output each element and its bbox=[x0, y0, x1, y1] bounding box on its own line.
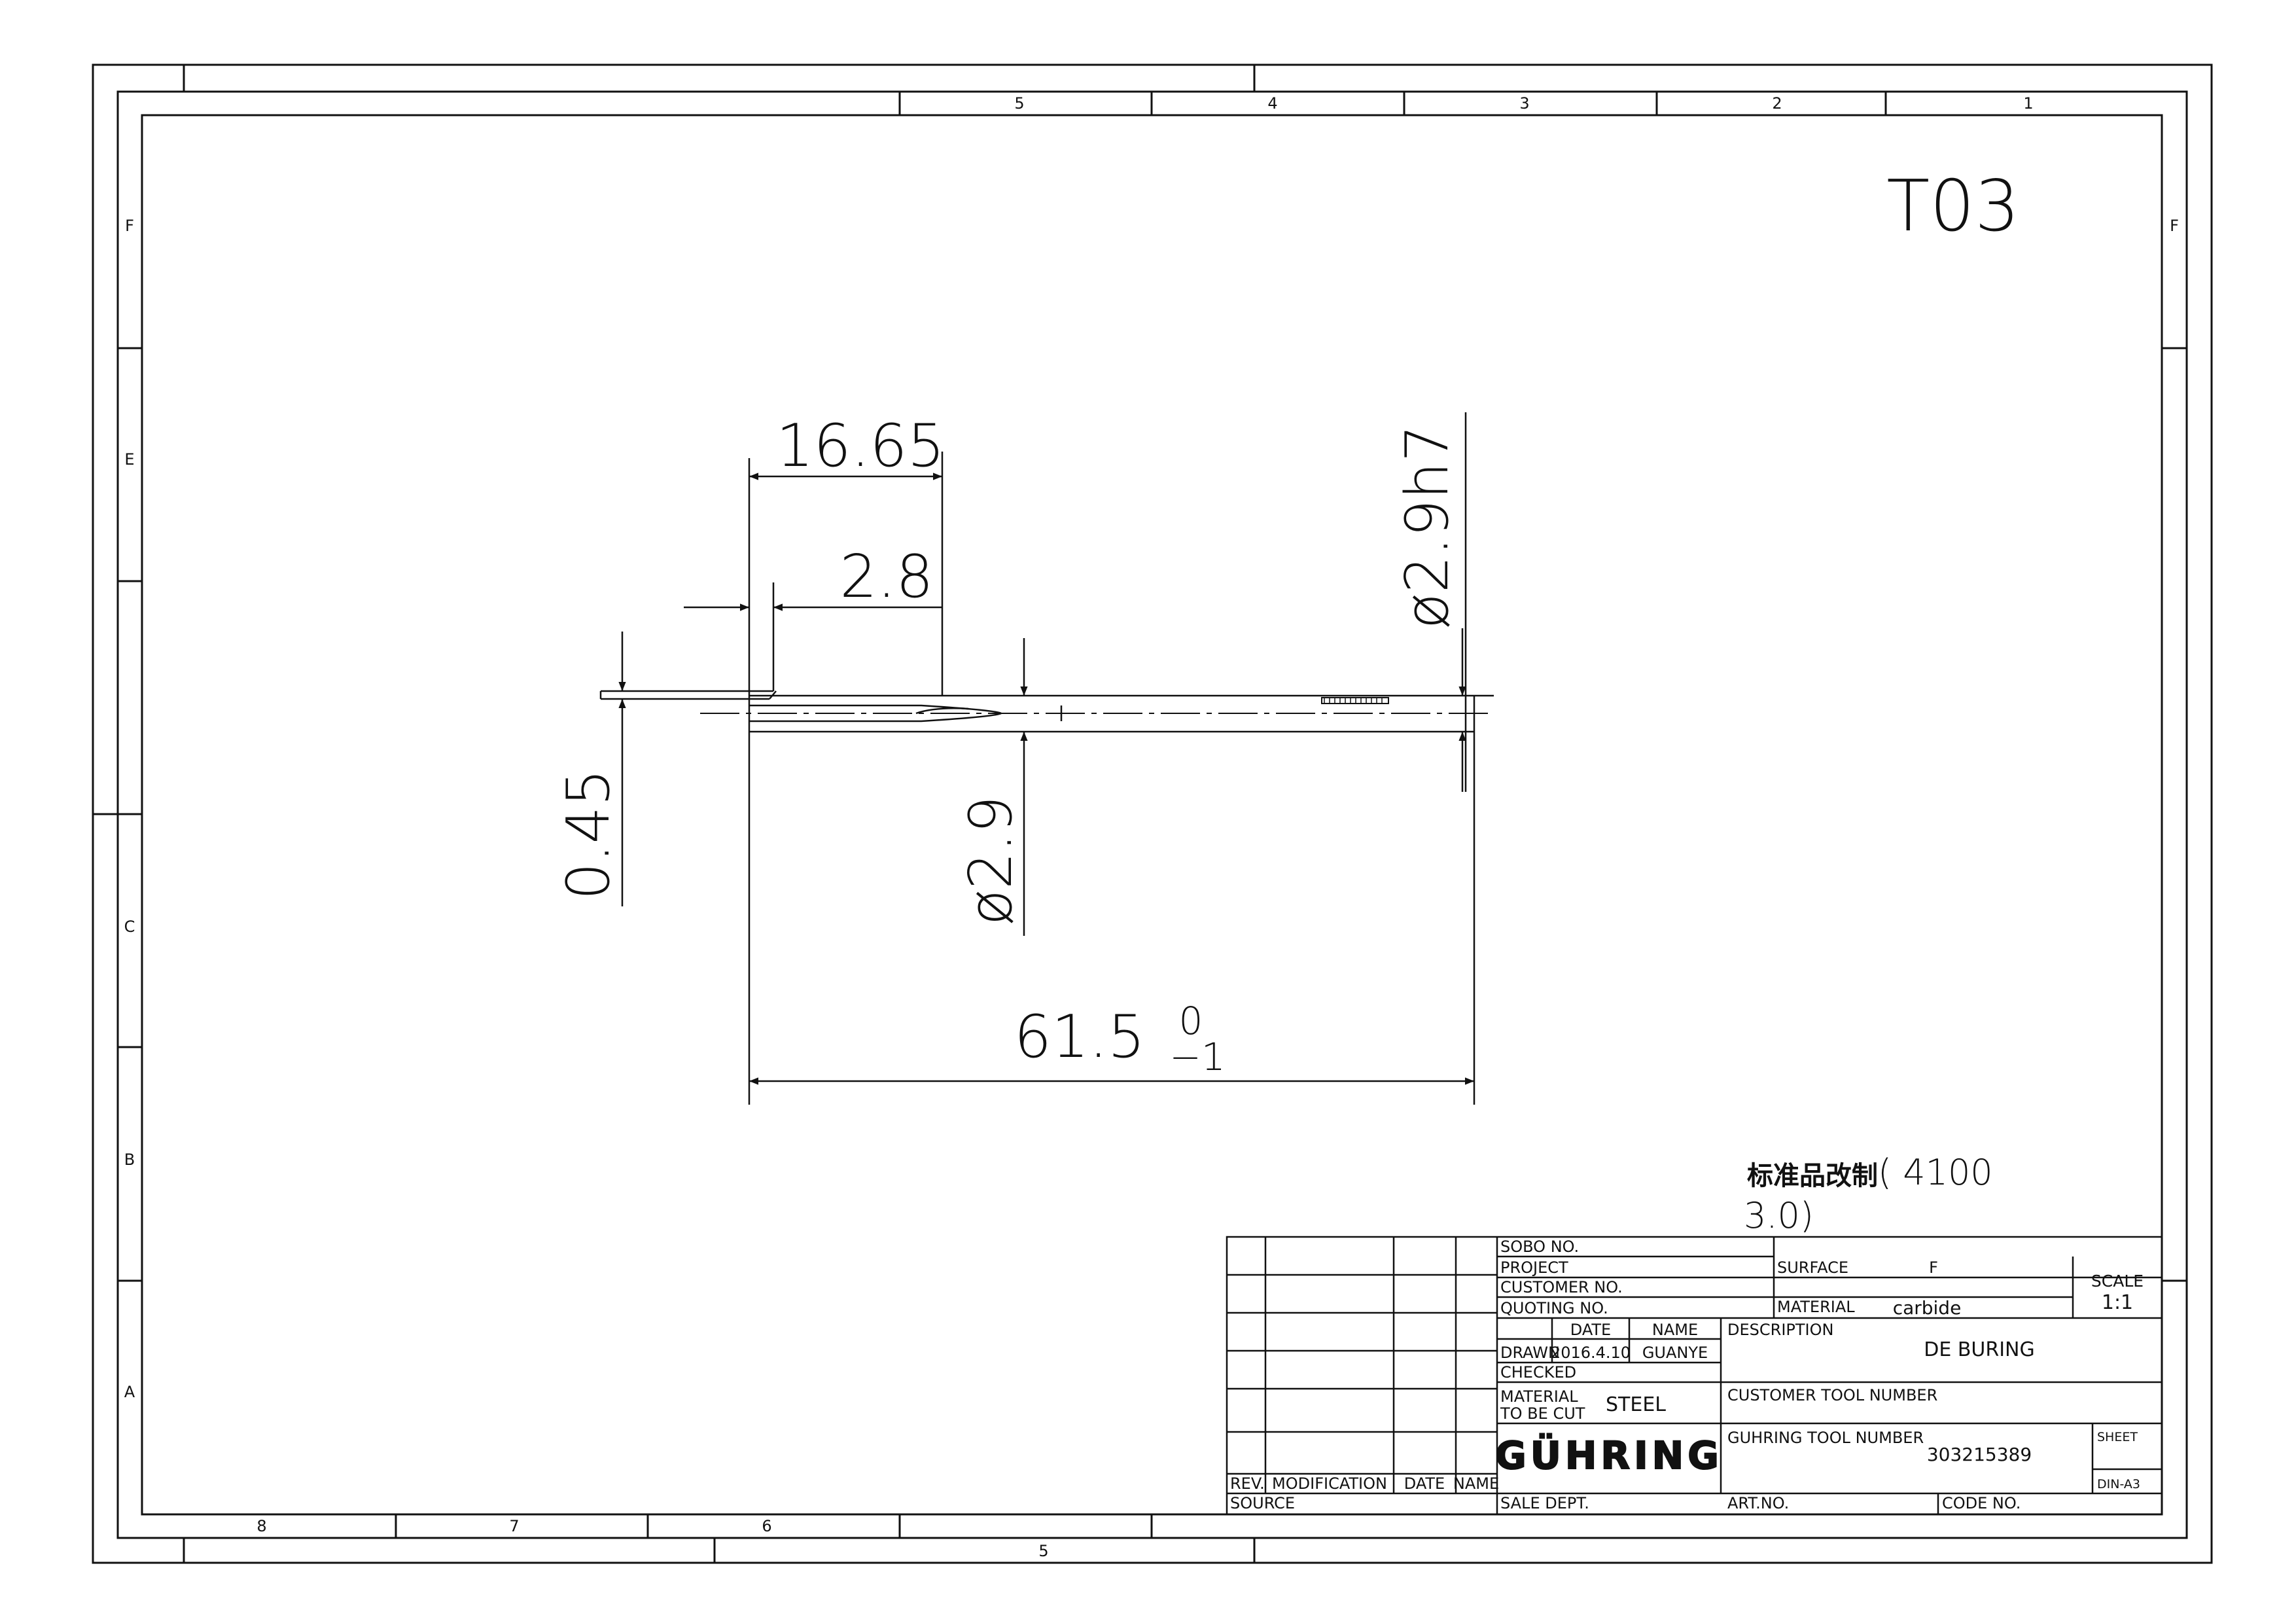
description-label: DESCRIPTION bbox=[1727, 1321, 1833, 1339]
zone-label-bottom-6: 6 bbox=[762, 1517, 771, 1535]
date-head: DATE bbox=[1570, 1321, 1611, 1339]
name-head: NAME bbox=[1652, 1321, 1698, 1339]
row-label-A: A bbox=[124, 1383, 135, 1401]
modification-label: MODIFICATION bbox=[1272, 1474, 1387, 1493]
scale-value: 1:1 bbox=[2102, 1291, 2133, 1314]
dim-dia-2-9h7: ø2.9h7 bbox=[1393, 425, 1462, 630]
row-label-C: C bbox=[124, 918, 135, 936]
material-cut-label-2: TO BE CUT bbox=[1500, 1404, 1585, 1423]
material-value: carbide bbox=[1893, 1297, 1962, 1319]
guhring-tool-value: 303215389 bbox=[1927, 1444, 2032, 1465]
zone-label-top-4: 4 bbox=[1267, 94, 1277, 113]
drawn-name: GUANYE bbox=[1642, 1344, 1708, 1362]
code-no-label: CODE NO. bbox=[1942, 1494, 2021, 1512]
surface-label: SURFACE bbox=[1777, 1258, 1848, 1277]
row-label-F: F bbox=[125, 217, 134, 235]
note-line-1: ( 4100 bbox=[1878, 1152, 1993, 1193]
note-line-2: 3.0) bbox=[1744, 1195, 1814, 1236]
title-block-lines bbox=[1226, 1236, 2163, 1516]
dim-16-65: 16.65 bbox=[776, 412, 945, 480]
material-cut-value: STEEL bbox=[1606, 1393, 1666, 1416]
modification-note: 标准品改制 ( 4100 3.0) bbox=[1744, 1152, 1993, 1236]
zone-label-top-1: 1 bbox=[2023, 94, 2033, 113]
row-label-E: E bbox=[124, 450, 134, 469]
tool-profile bbox=[601, 684, 1494, 733]
tool-id-label: T03 bbox=[1886, 166, 2019, 247]
guhring-logo: GÜHRING bbox=[1495, 1433, 1723, 1478]
dim-0-45: 0.45 bbox=[554, 769, 623, 900]
art-no-label: ART.NO. bbox=[1727, 1494, 1789, 1512]
dim-2-8: 2.8 bbox=[839, 543, 933, 611]
row-label-right-F: F bbox=[2170, 217, 2179, 235]
drawn-date: 2016.4.10 bbox=[1551, 1344, 1631, 1362]
zone-label-bottom-7: 7 bbox=[509, 1517, 519, 1535]
sobo-label: SOBO NO. bbox=[1500, 1238, 1579, 1256]
sheet-label: SHEET bbox=[2097, 1430, 2138, 1444]
dim-61-5-lower-tol: −1 bbox=[1169, 1035, 1226, 1079]
zone-label-bottom-5: 5 bbox=[1038, 1542, 1048, 1560]
project-label: PROJECT bbox=[1500, 1258, 1568, 1277]
zone-label-top-3: 3 bbox=[1519, 94, 1529, 113]
dimension-texts: 16.65 2.8 ø2.9h7 0.45 ø2.9 61.5 0 −1 bbox=[554, 412, 1462, 1079]
zone-label-bottom-8: 8 bbox=[256, 1517, 266, 1535]
surface-value: F bbox=[1929, 1258, 1938, 1277]
customer-no-label: CUSTOMER NO. bbox=[1500, 1278, 1623, 1296]
title-block-text: REV. MODIFICATION DATE NAME SOURCE SOBO … bbox=[1230, 1238, 2144, 1512]
sheet-frame bbox=[92, 63, 2213, 1564]
zone-label-top-5: 5 bbox=[1014, 94, 1024, 113]
sale-dept-label: SALE DEPT. bbox=[1500, 1494, 1589, 1512]
format-value: DIN-A3 bbox=[2097, 1477, 2140, 1491]
date-label: DATE bbox=[1404, 1474, 1445, 1493]
description-value: DE BURING bbox=[1924, 1338, 2035, 1361]
zone-label-top-2: 2 bbox=[1772, 94, 1782, 113]
dim-dia-2-9: ø2.9 bbox=[957, 796, 1025, 925]
drawn-label: DRAWN bbox=[1500, 1344, 1560, 1362]
quoting-no-label: QUOTING NO. bbox=[1500, 1299, 1608, 1317]
material-cut-label-1: MATERIAL bbox=[1500, 1387, 1578, 1406]
row-label-B: B bbox=[124, 1150, 135, 1169]
dimension-lines bbox=[599, 412, 1475, 1105]
material-label: MATERIAL bbox=[1777, 1298, 1855, 1316]
checked-label: CHECKED bbox=[1500, 1363, 1576, 1382]
dim-61-5-upper-tol: 0 bbox=[1179, 999, 1203, 1043]
customer-tool-label: CUSTOMER TOOL NUMBER bbox=[1727, 1386, 1937, 1404]
guhring-tool-label: GUHRING TOOL NUMBER bbox=[1727, 1429, 1924, 1447]
dim-61-5: 61.5 bbox=[1014, 1003, 1145, 1071]
source-label: SOURCE bbox=[1230, 1494, 1295, 1512]
note-chinese: 标准品改制 bbox=[1747, 1161, 1878, 1191]
rev-label: REV. bbox=[1230, 1474, 1265, 1493]
scale-label: SCALE bbox=[2091, 1272, 2144, 1291]
name-label: NAME bbox=[1453, 1474, 1499, 1493]
